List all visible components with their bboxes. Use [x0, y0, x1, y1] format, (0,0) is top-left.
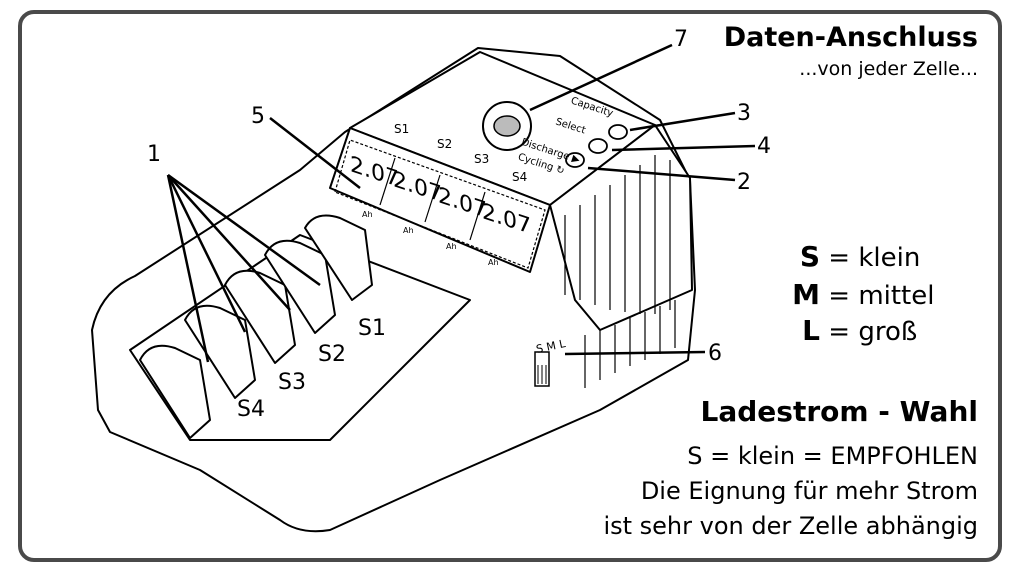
display-unit: Ah — [446, 242, 457, 251]
callout-4: 4 — [757, 134, 771, 159]
section-line: Die Eignung für mehr Strom — [640, 477, 978, 505]
legend-item: L = groß — [790, 314, 917, 347]
bay-slot-label: S1 — [358, 316, 386, 341]
section-line: ist sehr von der Zelle abhängig — [603, 512, 978, 540]
legend-item: M = mittel — [790, 278, 934, 311]
callout-7: 7 — [674, 27, 688, 52]
display-unit: Ah — [403, 226, 414, 235]
section-title: Ladestrom - Wahl — [700, 395, 978, 428]
callout-6: 6 — [708, 341, 722, 366]
bay-slot-label: S3 — [278, 370, 306, 395]
legend-key: S — [799, 240, 820, 273]
legend-key: L — [802, 314, 820, 347]
header-subtitle: ...von jeder Zelle... — [799, 58, 978, 80]
display-unit: Ah — [362, 210, 373, 219]
callout-3: 3 — [737, 101, 751, 126]
legend-text: = mittel — [828, 281, 935, 311]
header-title: Daten-Anschluss — [723, 22, 978, 53]
callout-5: 5 — [251, 104, 265, 129]
display-slot-label: S2 — [437, 137, 453, 151]
discharge-button — [565, 152, 585, 168]
display-panel — [329, 127, 551, 273]
bay-slot-label: S2 — [318, 342, 346, 367]
display-slot-label: S3 — [474, 152, 490, 166]
legend-key: M — [792, 278, 820, 311]
display-unit: Ah — [488, 258, 499, 267]
capacity-button — [608, 124, 628, 140]
callout-1: 1 — [147, 142, 161, 167]
display-slot-label: S1 — [394, 122, 410, 136]
callout-2: 2 — [737, 170, 751, 195]
display-slot-label: S4 — [512, 170, 528, 184]
legend-text: = klein — [828, 243, 921, 273]
bay-slot-label: S4 — [237, 397, 265, 422]
section-line: S = klein = EMPFOHLEN — [687, 442, 978, 470]
legend-item: S = klein — [790, 240, 920, 273]
legend-text: = groß — [828, 317, 918, 347]
select-button — [588, 138, 608, 154]
